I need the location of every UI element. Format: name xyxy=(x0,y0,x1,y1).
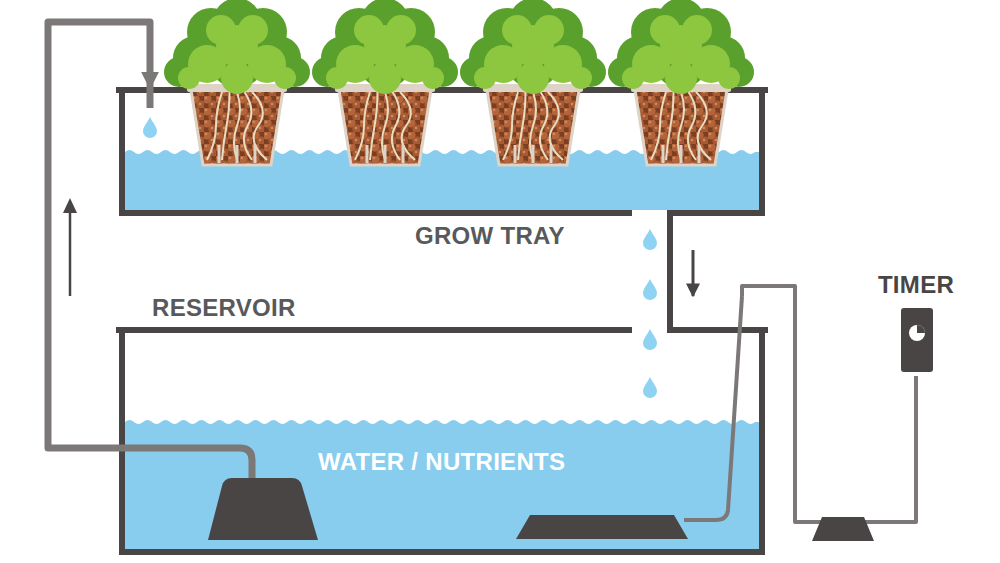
lettuce-leaf xyxy=(665,62,697,94)
root xyxy=(688,92,696,160)
lettuce-plant xyxy=(460,0,606,165)
water-drop xyxy=(143,117,157,138)
timer: TIMER xyxy=(866,270,966,376)
timer-dial xyxy=(909,325,925,341)
lettuce-plant xyxy=(608,0,754,165)
lettuce-plant xyxy=(312,0,458,165)
flow-arrow xyxy=(69,210,72,296)
lettuce-leaf xyxy=(206,15,236,45)
lettuce-leaf xyxy=(178,67,200,89)
water-drop xyxy=(643,377,657,398)
pump-pipe xyxy=(122,448,252,480)
flood-pump xyxy=(516,515,688,539)
lettuce-leaf xyxy=(422,67,444,89)
root xyxy=(392,92,400,160)
grow-tray-outline xyxy=(116,90,768,330)
net-pot xyxy=(191,90,283,165)
grow-tray: GROW TRAY xyxy=(122,88,765,250)
root xyxy=(222,92,230,160)
lettuce-plant xyxy=(164,0,310,165)
net-pot xyxy=(487,90,579,165)
net-pot-slit xyxy=(366,145,369,163)
lettuce-leaf xyxy=(369,62,401,94)
lettuce-leaf xyxy=(622,67,644,89)
water-drop xyxy=(643,229,657,250)
water-drop xyxy=(643,329,657,350)
net-pot xyxy=(339,90,431,165)
net-pot xyxy=(635,90,727,165)
lettuce-leaf xyxy=(221,62,253,94)
net-pot-slit xyxy=(680,145,683,163)
net-pot-slit xyxy=(550,145,553,163)
root xyxy=(666,92,674,160)
root xyxy=(370,92,378,160)
drain-arrow xyxy=(692,250,695,296)
net-pot-slit xyxy=(402,145,405,163)
lettuce-leaf xyxy=(474,67,496,89)
lettuce-leaf xyxy=(326,67,348,89)
net-pot-slit xyxy=(698,145,701,163)
part-label: TIMER xyxy=(878,273,954,297)
net-pot-slit xyxy=(236,145,239,163)
lettuce-leaf xyxy=(650,15,680,45)
net-pot-slit xyxy=(384,145,387,163)
reservoir-water xyxy=(125,420,759,549)
return-pipe xyxy=(48,22,150,448)
timer-device xyxy=(901,308,933,372)
net-pot-slit xyxy=(218,145,221,163)
part-label: GROW TRAY xyxy=(415,224,565,248)
timer-dial-mark xyxy=(917,325,925,333)
water-drop xyxy=(643,279,657,300)
water-pump xyxy=(208,478,318,540)
lettuce-leaf xyxy=(502,15,532,45)
reservoir-outline xyxy=(116,330,762,552)
lettuce-leaf xyxy=(517,62,549,94)
net-pot-slit xyxy=(254,145,257,163)
net-pot-slit xyxy=(514,145,517,163)
root xyxy=(540,92,548,160)
flow-arrow-head xyxy=(63,198,77,213)
timer-cable xyxy=(742,286,916,522)
net-pot-slit xyxy=(532,145,535,163)
lettuce-leaf xyxy=(534,15,564,45)
lettuce-leaf xyxy=(354,15,384,45)
net-pot-slit xyxy=(662,145,665,163)
pump-wire xyxy=(684,296,742,520)
lettuce-leaf xyxy=(718,67,740,89)
lettuce-leaf xyxy=(570,67,592,89)
reservoir: RESERVOIR WATER / NUTRIENTS xyxy=(122,296,765,552)
part-label: RESERVOIR xyxy=(152,296,296,320)
power-plug xyxy=(812,517,874,541)
root xyxy=(518,92,526,160)
root xyxy=(244,92,252,160)
lettuce-leaf xyxy=(682,15,712,45)
lettuce-leaf xyxy=(274,67,296,89)
contents-label: WATER / NUTRIENTS xyxy=(318,450,565,474)
lettuce-leaf xyxy=(238,15,268,45)
lettuce-leaf xyxy=(386,15,416,45)
plants xyxy=(164,0,754,165)
pipe-outlet xyxy=(147,88,154,108)
